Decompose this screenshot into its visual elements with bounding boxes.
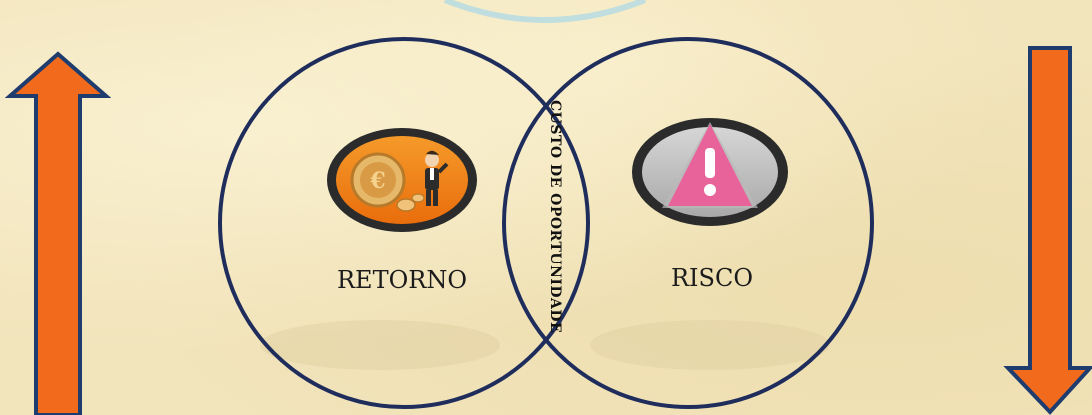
custo-de-oportunidade-label: CUSTO DE OPORTUNIDADE (547, 100, 563, 333)
circle-shadow (260, 320, 500, 370)
risco-label: RISCO (671, 264, 753, 292)
down-arrow-icon (1003, 46, 1092, 415)
top-decoration-edge (443, 0, 647, 23)
warning-triangle-icon (632, 118, 788, 226)
svg-text:€: € (369, 168, 385, 194)
up-arrow-icon (4, 51, 112, 415)
circle-shadow (590, 320, 830, 370)
retorno-label: RETORNO (337, 266, 467, 294)
left-circle-retorno (218, 37, 590, 409)
coins-businessman-icon: € (327, 128, 477, 232)
right-circle-risco (502, 37, 874, 409)
